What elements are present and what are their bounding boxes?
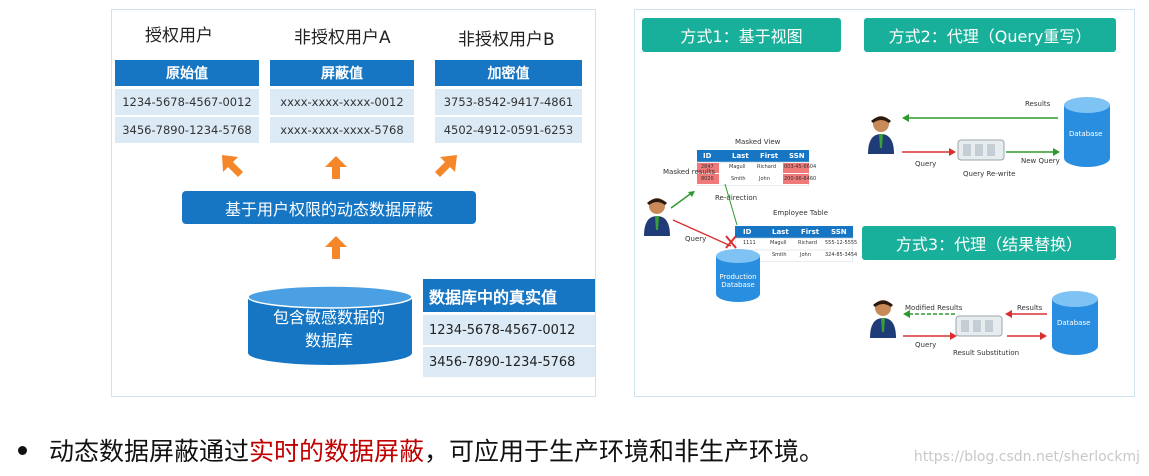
arrow-up-icon — [325, 236, 347, 259]
left-panel: 授权用户 非授权用户A 非授权用户B 原始值 屏蔽值 加密值 1234-5678… — [111, 9, 596, 397]
right-panel: 方式1：基于视图 方式2：代理（Query重写） 方式3：代理（结果替换） Ma… — [634, 9, 1135, 397]
employee-col-last: Last — [772, 228, 789, 236]
method-3-result-substitution: 方式3：代理（结果替换） — [862, 226, 1116, 260]
value-cell-original: 3456-7890-1234-5768 — [115, 117, 259, 143]
employee-cell: John — [800, 252, 811, 258]
database-icon — [1064, 97, 1110, 167]
database-label: 包含敏感数据的 数据库 — [272, 308, 385, 350]
substitution-arrows-icon — [903, 310, 1047, 340]
masked-cell: John — [759, 176, 770, 182]
query-label: Query — [685, 235, 707, 243]
masked-cell: 200-96-6460 — [784, 176, 817, 182]
user-person-icon — [870, 300, 896, 338]
method-2-query-rewrite: 方式2：代理（Query重写） — [864, 18, 1116, 52]
employee-cell: Smith — [772, 252, 787, 258]
bullet-highlight: 实时的数据屏蔽 — [249, 437, 425, 466]
column-header-original: 原始值 — [115, 60, 259, 86]
bullet-icon — [18, 445, 27, 455]
query-rewrite-engine-icon — [957, 139, 1005, 161]
masked-view-table — [697, 150, 809, 186]
query-label: Query — [915, 341, 937, 349]
user-title-unauthorized-b: 非授权用户B — [458, 30, 555, 50]
flow-arrows-icon — [670, 183, 738, 249]
masked-col-ssn: SSN — [789, 152, 805, 160]
column-header-masked: 屏蔽值 — [270, 60, 414, 86]
real-value-cell: 1234-5678-4567-0012 — [423, 315, 595, 345]
new-query-label: New Query — [1021, 157, 1060, 165]
database-label: Database — [1069, 130, 1103, 138]
database-label: Database — [1057, 319, 1091, 327]
arrow-up-icon — [325, 156, 347, 179]
query-label: Query — [915, 160, 937, 168]
masked-results-label: Masked results — [663, 168, 716, 176]
masked-cell: Smith — [731, 176, 746, 182]
real-value-cell: 3456-7890-1234-5768 — [423, 347, 595, 377]
dynamic-masking-box: 基于用户权限的动态数据屏蔽 — [182, 191, 476, 224]
user-title-authorized: 授权用户 — [145, 26, 213, 46]
database-cylinder-icon — [247, 285, 413, 365]
masked-col-last: Last — [732, 152, 749, 160]
production-database-label: Production Database — [719, 273, 757, 289]
rewrite-arrows-icon — [902, 114, 1060, 156]
database-icon — [1052, 291, 1098, 355]
method-1-view: 方式1：基于视图 — [642, 18, 841, 52]
value-cell-original: 1234-5678-4567-0012 — [115, 89, 259, 115]
results-label: Results — [1025, 100, 1051, 108]
arrow-up-right-icon — [435, 155, 457, 177]
masked-cell: 8020 — [701, 176, 714, 182]
employee-cell: 324-85-3454 — [825, 252, 858, 258]
masked-cell: 2847 — [701, 164, 714, 170]
value-cell-masked: xxxx-xxxx-xxxx-5768 — [270, 117, 414, 143]
masked-cell: Richard — [757, 164, 776, 170]
employee-cell: Richard — [798, 240, 817, 246]
masked-cell: 003-45-6604 — [784, 164, 817, 170]
value-cell-encrypted: 3753-8542-9417-4861 — [435, 89, 582, 115]
arrow-up-left-icon — [222, 155, 243, 177]
employee-col-id: ID — [743, 228, 752, 236]
employee-col-ssn: SSN — [831, 228, 847, 236]
masked-cell: Magull — [729, 164, 746, 170]
production-database-icon — [716, 249, 760, 302]
column-header-encrypted: 加密值 — [435, 60, 582, 86]
bullet-suffix: ，可应用于生产环境和非生产环境。 — [424, 437, 825, 466]
employee-cell: 555-12-5555 — [825, 240, 858, 246]
bullet-statement: 动态数据屏蔽通过实时的数据屏蔽，可应用于生产环境和非生产环境。 — [18, 432, 824, 468]
employee-col-first: First — [801, 228, 820, 236]
value-cell-encrypted: 4502-4912-0591-6253 — [435, 117, 582, 143]
employee-table-title: Employee Table — [773, 209, 828, 217]
real-values-header: 数据库中的真实值 — [423, 279, 595, 312]
masked-col-id: ID — [703, 152, 712, 160]
value-cell-masked: xxxx-xxxx-xxxx-0012 — [270, 89, 414, 115]
modified-results-label: Modified Results — [905, 304, 963, 312]
employee-cell: Magull — [770, 240, 787, 246]
employee-cell: 1111 — [743, 240, 756, 246]
bullet-prefix: 动态数据屏蔽通过 — [49, 437, 250, 466]
result-substitution-engine-icon — [955, 315, 1003, 337]
masked-view-title: Masked View — [735, 138, 781, 146]
masked-col-first: First — [760, 152, 779, 160]
user-title-unauthorized-a: 非授权用户A — [294, 28, 391, 48]
watermark: https://blog.csdn.net/sherlockmj — [913, 449, 1140, 465]
user-person-icon — [644, 198, 670, 236]
results-label: Results — [1017, 304, 1043, 312]
result-substitution-label: Result Substitution — [953, 349, 1020, 357]
redirection-label: Re-direction — [715, 194, 758, 202]
query-rewrite-label: Query Re-write — [963, 170, 1016, 178]
user-person-icon — [868, 116, 894, 154]
